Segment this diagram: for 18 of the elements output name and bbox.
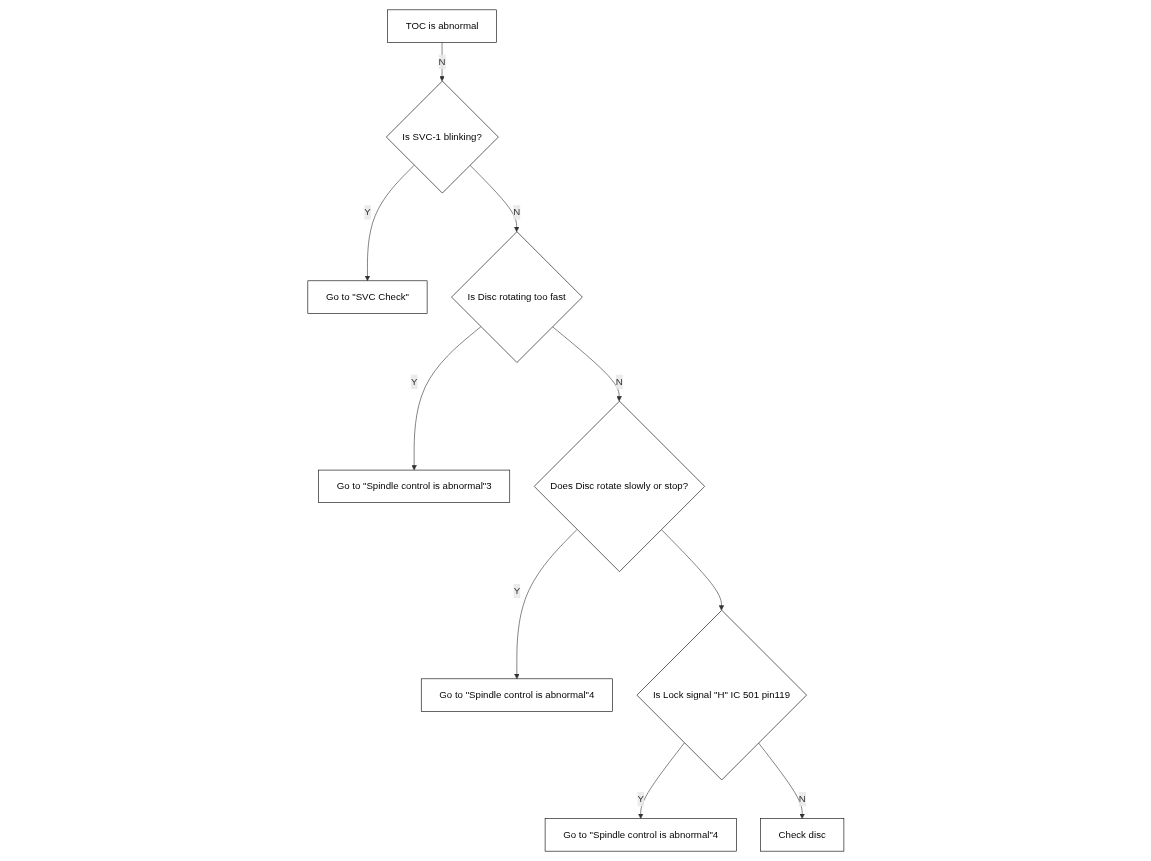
node-diamond: Is Disc rotating too fast — [450, 231, 583, 363]
edge-label: Y — [410, 376, 418, 387]
edge-label: Y — [637, 793, 644, 805]
edge-label: Y — [513, 585, 520, 596]
node-box: Go to "Spindle control is abnormal"4 — [420, 678, 613, 712]
node-diamond: Is Lock signal "H" IC 501 pin119 — [636, 609, 807, 781]
node-box: TOC is abnormal — [386, 9, 497, 43]
node-box: Go to "Spindle control is abnormal"4 — [544, 818, 737, 852]
node-box: Go to "SVC Check" — [307, 280, 428, 314]
edge-label: N — [615, 376, 623, 387]
edge-label: N — [438, 56, 446, 67]
edge-label: N — [512, 206, 520, 218]
edge-label: N — [798, 793, 806, 805]
node-diamond: Is SVC-1 blinking? — [385, 80, 499, 194]
node-box: Go to "Spindle control is abnormal"3 — [317, 469, 510, 503]
node-diamond: Does Disc rotate slowly or stop? — [533, 400, 705, 572]
edge-label: Y — [363, 206, 371, 218]
node-box: Check disc — [759, 818, 844, 852]
